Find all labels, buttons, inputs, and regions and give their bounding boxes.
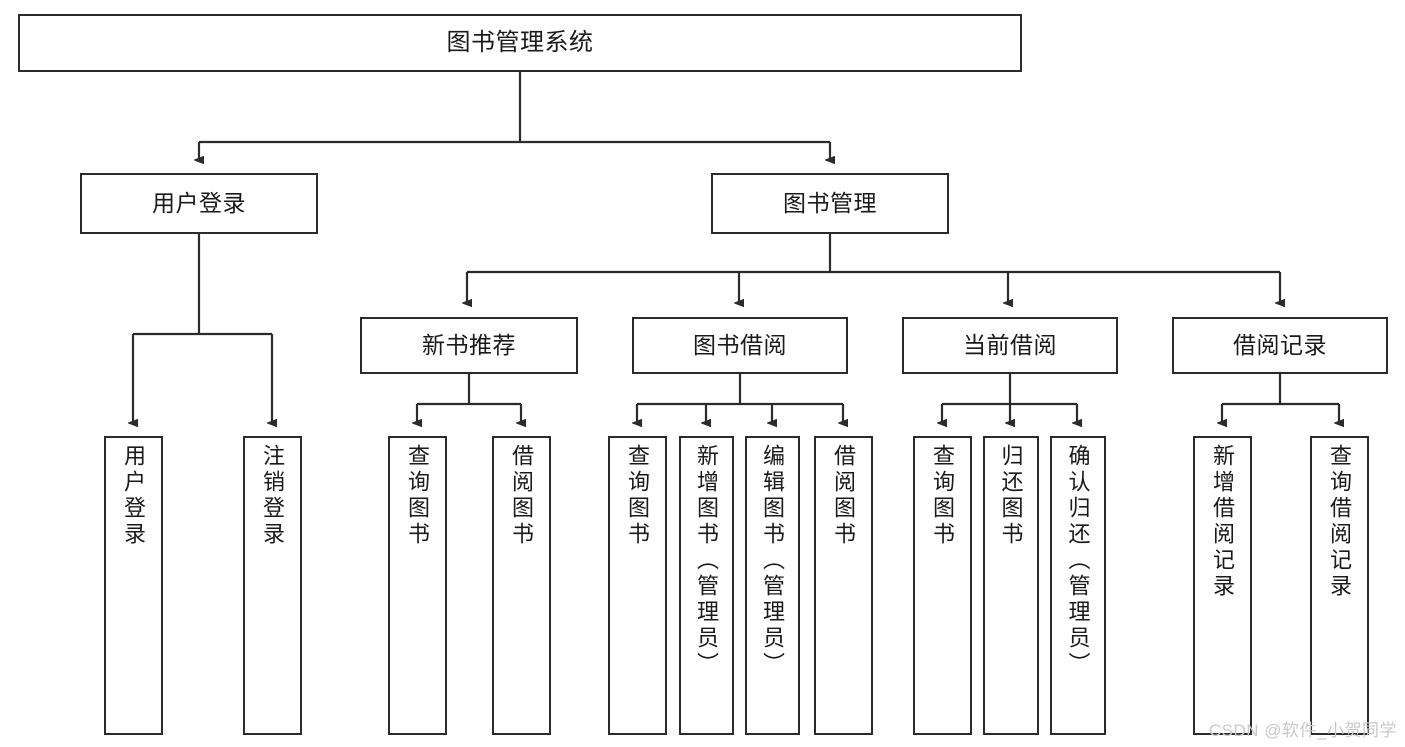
node-label: 借阅图书	[509, 444, 535, 548]
connector-new-book-recommend-to-leaves	[417, 374, 521, 423]
node-book-manage[interactable]: 图书管理	[711, 173, 949, 234]
leaf-edit-book-admin[interactable]: 编辑图书（管理员）	[745, 436, 800, 735]
node-label: 用户登录	[121, 444, 147, 548]
leaf-add-borrow-record[interactable]: 新增借阅记录	[1193, 436, 1252, 735]
leaf-borrow-book-1[interactable]: 借阅图书	[492, 436, 551, 735]
node-label: 确认归还（管理员）	[1065, 444, 1091, 678]
leaf-query-book-1[interactable]: 查询图书	[388, 436, 447, 735]
node-label: 注销登录	[260, 444, 286, 548]
node-label: 查询图书	[930, 444, 956, 548]
node-label: 新增图书（管理员）	[694, 444, 720, 678]
node-label: 编辑图书（管理员）	[760, 444, 786, 678]
leaf-return-book[interactable]: 归还图书	[983, 436, 1039, 735]
node-label: 查询借阅记录	[1327, 444, 1353, 600]
leaf-query-book-3[interactable]: 查询图书	[913, 436, 972, 735]
node-label: 新书推荐	[422, 331, 516, 358]
node-label: 归还图书	[998, 444, 1024, 548]
leaf-borrow-book-2[interactable]: 借阅图书	[814, 436, 873, 735]
leaf-user-login[interactable]: 用户登录	[104, 436, 163, 735]
leaf-logout-login[interactable]: 注销登录	[243, 436, 302, 735]
connector-current-borrow-to-leaves	[942, 374, 1077, 423]
connector-book-manage-to-level3	[467, 234, 1280, 303]
node-root-system[interactable]: 图书管理系统	[18, 14, 1022, 72]
node-label: 查询图书	[405, 444, 431, 548]
node-label: 图书管理系统	[446, 28, 594, 56]
connector-borrow-record-to-leaves	[1222, 374, 1339, 423]
leaf-confirm-return-admin[interactable]: 确认归还（管理员）	[1050, 436, 1106, 735]
node-label: 图书管理	[783, 189, 877, 216]
node-borrow-record[interactable]: 借阅记录	[1172, 317, 1388, 374]
node-label: 查询图书	[625, 444, 651, 548]
watermark-text: CSDN @软件_小贺同学	[1208, 721, 1397, 740]
node-label: 图书借阅	[693, 331, 787, 358]
connector-root-to-level2	[199, 72, 830, 160]
node-label: 用户登录	[152, 189, 246, 216]
connector-user-login-to-leaves	[133, 234, 272, 423]
leaf-add-book-admin[interactable]: 新增图书（管理员）	[679, 436, 734, 735]
leaf-query-borrow-record[interactable]: 查询借阅记录	[1310, 436, 1369, 735]
node-label: 借阅图书	[831, 444, 857, 548]
node-new-book-recommend[interactable]: 新书推荐	[360, 317, 578, 374]
node-book-borrow[interactable]: 图书借阅	[632, 317, 848, 374]
node-label: 当前借阅	[963, 331, 1057, 358]
node-current-borrow[interactable]: 当前借阅	[902, 317, 1118, 374]
leaf-query-book-2[interactable]: 查询图书	[608, 436, 667, 735]
node-user-login[interactable]: 用户登录	[80, 173, 318, 234]
connector-book-borrow-to-leaves	[637, 374, 843, 423]
node-label: 借阅记录	[1233, 331, 1327, 358]
node-label: 新增借阅记录	[1210, 444, 1236, 600]
